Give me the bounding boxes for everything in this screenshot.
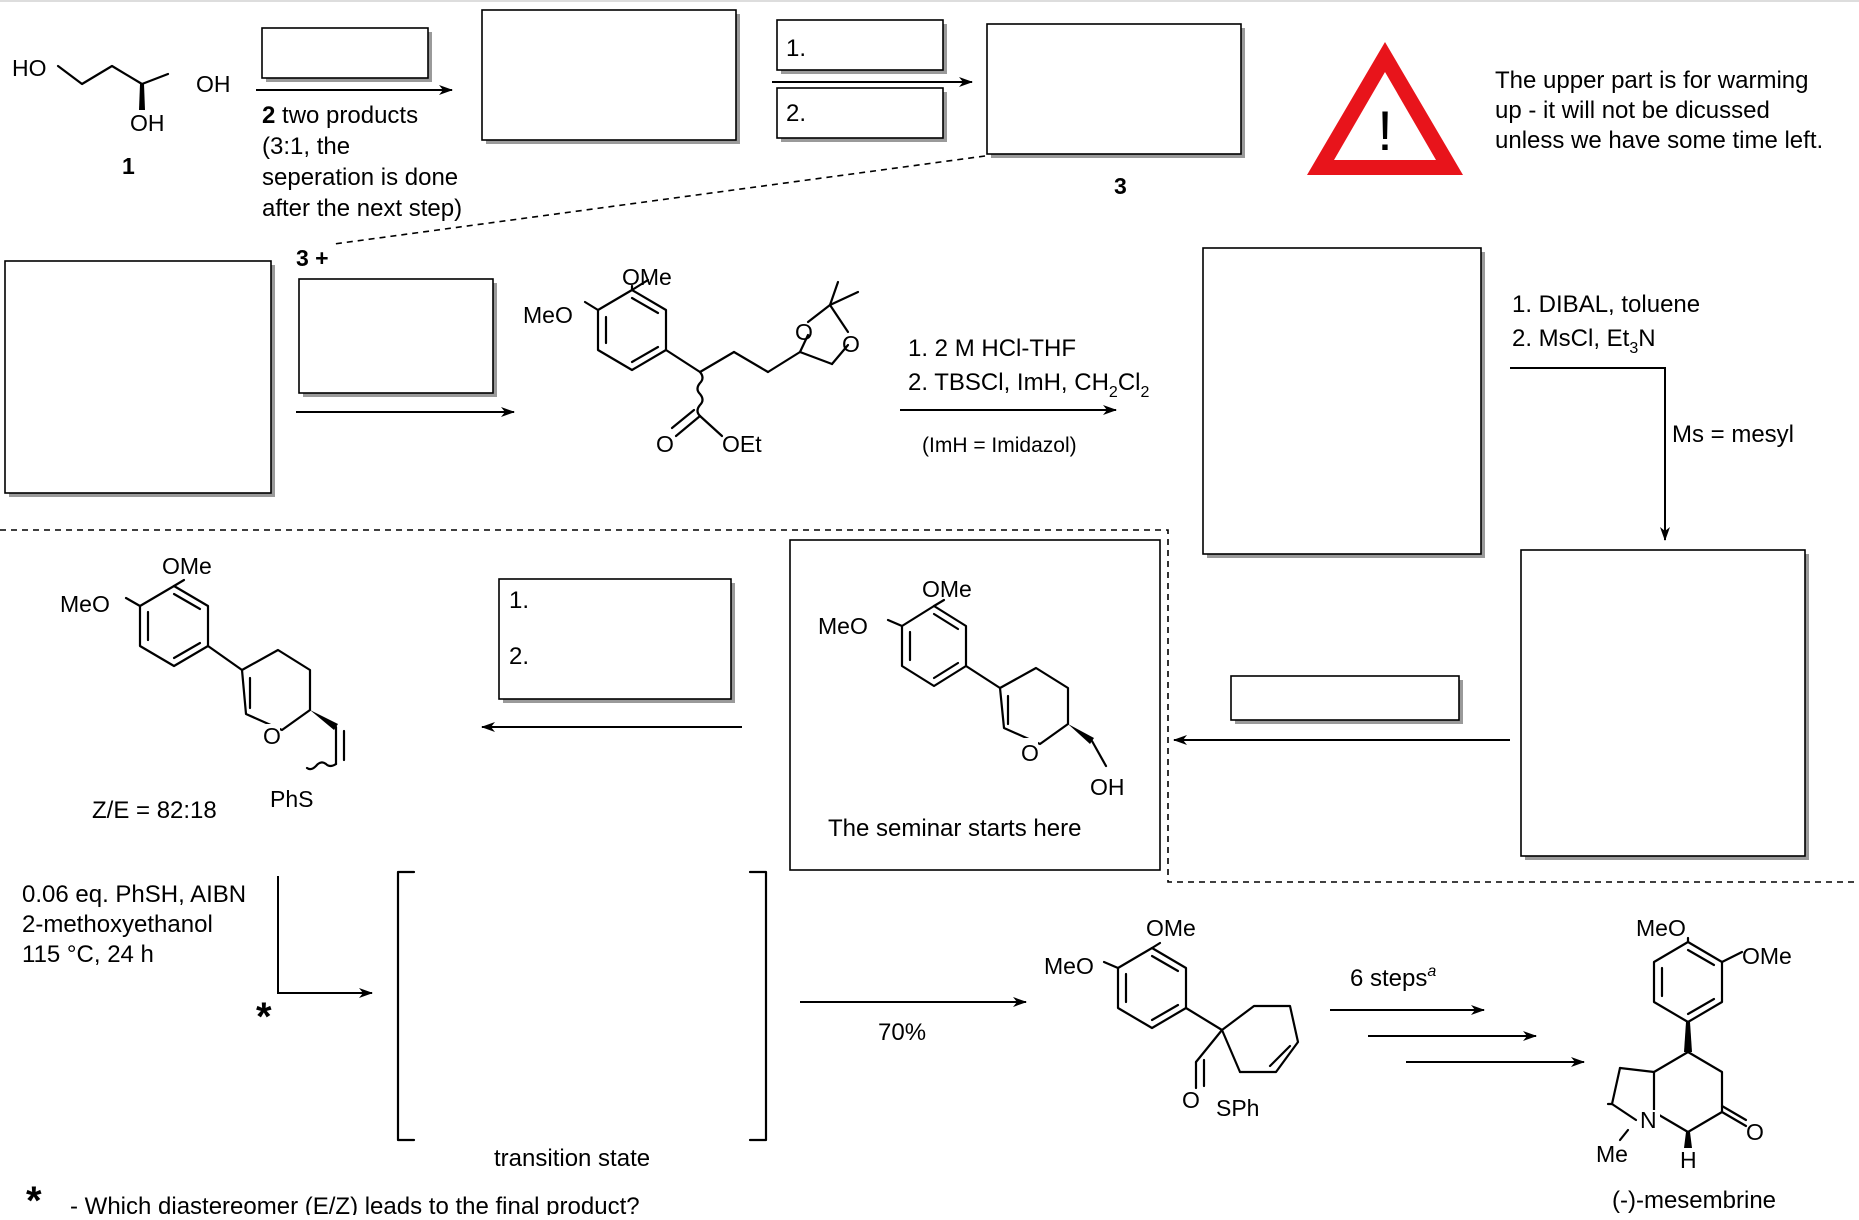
mesyl-note: Ms = mesyl xyxy=(1672,421,1794,448)
answer-box-product-1[interactable] xyxy=(481,9,737,141)
dibal-step-line2: 2. MsCl, Et3N xyxy=(1512,325,1656,357)
atom-o-ketone: O xyxy=(1746,1119,1764,1145)
question-text: - Which diastereomer (E/Z) leads to the … xyxy=(70,1193,640,1215)
radical-step-line3: 115 °C, 24 h xyxy=(22,941,154,968)
atom-meo-vinyl: MeO xyxy=(60,591,110,617)
dihydropyran-alcohol-structure: OMe MeO O OH xyxy=(818,576,1125,800)
answer-box-reagent-1[interactable] xyxy=(261,27,429,79)
step1-text-line2: (3:1, the xyxy=(262,133,350,160)
atom-sph: SPh xyxy=(1216,1095,1259,1121)
atom-n-mesembrine: N xyxy=(1640,1107,1657,1133)
vinyl-step-item2: 2. xyxy=(509,643,529,670)
question-star: * xyxy=(26,1179,42,1215)
atom-ome-3: OMe xyxy=(622,264,672,290)
compound-number-1: 1 xyxy=(122,153,135,179)
atom-ome-mesembrine: OMe xyxy=(1742,943,1792,969)
atom-ome-vinyl: OMe xyxy=(162,553,212,579)
vinyl-sulfide-structure: OMe MeO O PhS xyxy=(60,553,346,812)
atom-ome-product: OMe xyxy=(1146,915,1196,941)
reaction-arrow-5 xyxy=(1510,367,1670,541)
acetonide-step-line1: 1. 2 M HCl-THF xyxy=(908,335,1076,362)
ts-label: transition state xyxy=(494,1145,650,1172)
atom-meo-seminar: MeO xyxy=(818,613,868,639)
seminar-boundary xyxy=(0,529,1859,883)
dibal-step-line1: 1. DIBAL, toluene xyxy=(1512,291,1700,318)
compound-1-structure: HO OH OH 1 xyxy=(12,55,231,179)
warning-text-line3: unless we have some time left. xyxy=(1495,127,1823,154)
atom-phs: PhS xyxy=(270,786,313,812)
mesembrine-structure: MeO OMe N H Me O xyxy=(1596,915,1792,1173)
answer-box-vinyl-sulfide-reagents[interactable] xyxy=(498,578,732,700)
acetonide-step-line2: 2. TBSCl, ImH, CH2Cl2 xyxy=(908,369,1150,401)
answer-box-reagent-2b[interactable] xyxy=(776,87,944,139)
step2-item2: 2. xyxy=(786,100,806,127)
answer-box-tbs-product[interactable] xyxy=(1202,247,1482,555)
atom-meo-mesembrine: MeO xyxy=(1636,915,1686,941)
radical-step-line2: 2-methoxyethanol xyxy=(22,911,213,938)
step1-text-line3: seperation is done xyxy=(262,164,458,191)
atom-o-aldehyde: O xyxy=(1182,1087,1200,1113)
atom-meo-3: MeO xyxy=(523,302,573,328)
warning-text-line2: up - it will not be dicussed xyxy=(1495,97,1770,124)
atom-o-ring-2: O xyxy=(842,331,860,357)
atom-ome-seminar: OMe xyxy=(922,576,972,602)
atom-o-pyran-seminar: O xyxy=(1021,740,1039,766)
atom-h-mesembrine: H xyxy=(1680,1147,1697,1173)
atom-ho: HO xyxy=(12,55,47,81)
answer-box-cyclization-reagent[interactable] xyxy=(1230,675,1460,721)
compound-3-plus: 3 + xyxy=(296,245,329,271)
ze-ratio: Z/E = 82:18 xyxy=(92,797,217,824)
atom-meo-product: MeO xyxy=(1044,953,1094,979)
atom-oh-seminar: OH xyxy=(1090,774,1125,800)
compound-number-3: 3 xyxy=(1114,173,1127,199)
warning-text-line1: The upper part is for warming xyxy=(1495,67,1808,94)
ts-bracket-left xyxy=(396,870,416,1142)
seminar-caption: The seminar starts here xyxy=(828,815,1081,842)
atom-oet: OEt xyxy=(722,431,762,457)
answer-box-mesylate[interactable] xyxy=(1520,549,1806,857)
question-marker-star: * xyxy=(256,995,272,1039)
vinyl-step-item1: 1. xyxy=(509,587,529,614)
yield-label: 70% xyxy=(878,1019,926,1046)
seminar-start-box xyxy=(789,539,1161,871)
atom-oh-2: OH xyxy=(130,110,165,136)
imh-note: (ImH = Imidazol) xyxy=(922,434,1077,457)
answer-box-reagent-2a[interactable] xyxy=(776,19,944,71)
cyclohexene-aldehyde-structure: OMe MeO O SPh xyxy=(1044,915,1300,1121)
step1-text-line1: 2 two products xyxy=(262,102,418,129)
answer-box-compound-3[interactable] xyxy=(986,23,1242,155)
atom-me-mesembrine: Me xyxy=(1596,1141,1628,1167)
radical-step-line1: 0.06 eq. PhSH, AIBN xyxy=(22,881,246,908)
final-steps-label: 6 stepsa xyxy=(1350,963,1436,992)
product-name: (-)-mesembrine xyxy=(1612,1187,1776,1214)
atom-o-pyran-vinyl: O xyxy=(263,723,281,749)
reaction-arrow-8 xyxy=(277,876,373,998)
answer-box-reagent-2[interactable] xyxy=(4,260,272,494)
acetonide-ester-structure: OMe MeO O O O OEt xyxy=(523,264,860,457)
atom-o-ring-1: O xyxy=(795,319,813,345)
ts-bracket-right xyxy=(748,870,768,1142)
warning-icon: ! xyxy=(1307,42,1463,175)
atom-o-carbonyl: O xyxy=(656,431,674,457)
step1-text-line4: after the next step) xyxy=(262,195,462,222)
atom-oh-1: OH xyxy=(196,71,231,97)
warning-glyph: ! xyxy=(1377,99,1393,162)
answer-box-coupling-partner[interactable] xyxy=(298,278,494,394)
step2-item1: 1. xyxy=(786,35,806,62)
